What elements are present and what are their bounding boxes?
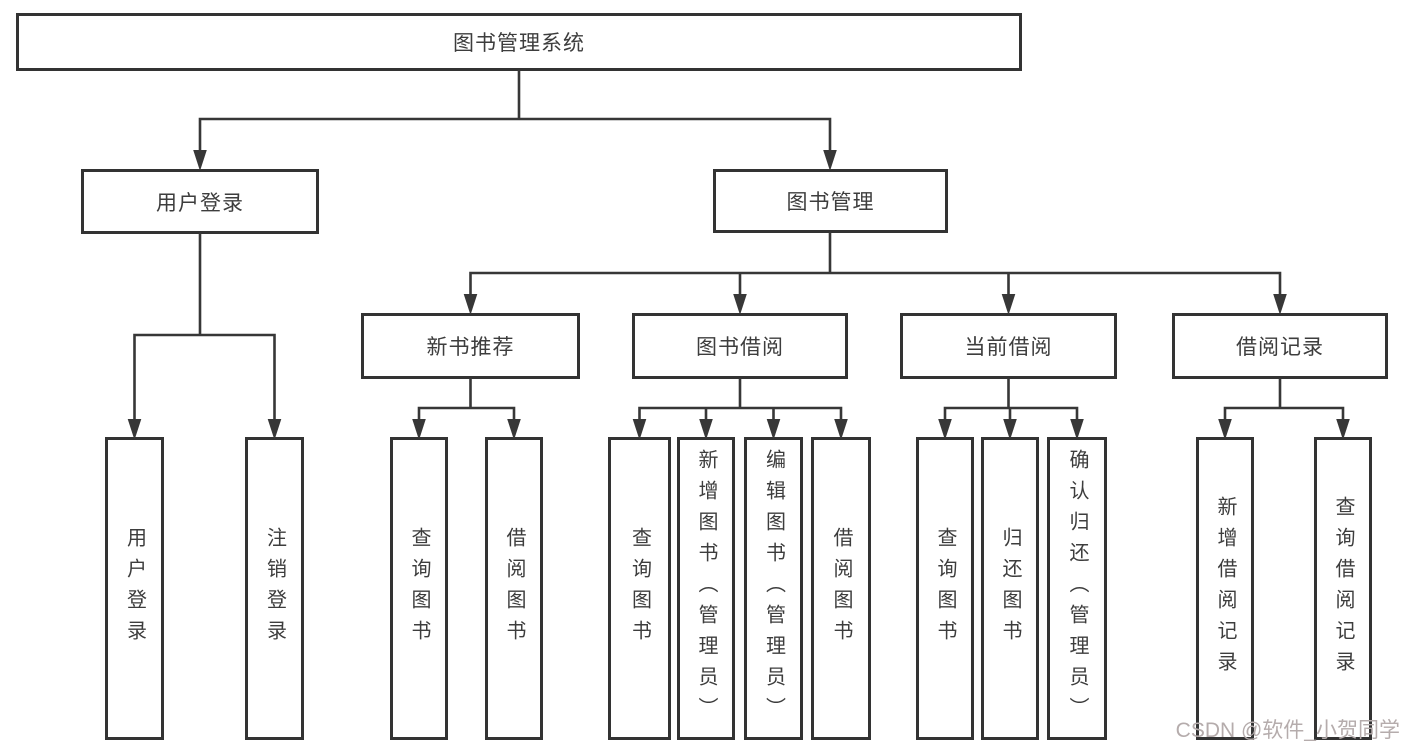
node-user-login: 用户登录 xyxy=(81,169,319,234)
node-borrowing-records-label: 借阅记录 xyxy=(1236,336,1324,359)
node-root-label: 图书管理系统 xyxy=(453,32,585,55)
node-leaf-query-book-3-label: 查询图书 xyxy=(934,526,956,651)
node-leaf-query-book-2: 查询图书 xyxy=(608,437,671,740)
node-leaf-confirm-return-admin-label: 确认归还（管理员） xyxy=(1066,449,1088,728)
node-leaf-query-book-3: 查询图书 xyxy=(916,437,974,740)
node-leaf-return-book-label: 归还图书 xyxy=(999,526,1021,651)
node-new-book-recommend: 新书推荐 xyxy=(361,313,580,379)
node-leaf-edit-book-admin-label: 编辑图书（管理员） xyxy=(762,449,785,728)
node-book-management-label: 图书管理 xyxy=(786,191,875,214)
node-book-borrowing-label: 图书借阅 xyxy=(696,336,784,359)
node-leaf-query-borrow-record: 查询借阅记录 xyxy=(1314,437,1372,740)
node-book-borrowing: 图书借阅 xyxy=(632,313,848,379)
node-borrowing-records: 借阅记录 xyxy=(1172,313,1388,379)
node-leaf-query-book-1: 查询图书 xyxy=(390,437,448,740)
node-leaf-borrow-book-2-label: 借阅图书 xyxy=(830,526,852,651)
node-leaf-add-book-admin: 新增图书（管理员） xyxy=(677,437,735,740)
node-leaf-logout-label: 注销登录 xyxy=(263,526,286,651)
node-leaf-add-borrow-record: 新增借阅记录 xyxy=(1196,437,1254,740)
node-new-book-recommend-label: 新书推荐 xyxy=(426,336,515,359)
node-leaf-query-book-2-label: 查询图书 xyxy=(628,526,651,651)
node-leaf-query-book-1-label: 查询图书 xyxy=(408,526,430,651)
node-leaf-add-borrow-record-label: 新增借阅记录 xyxy=(1214,495,1236,682)
node-leaf-borrow-book-1-label: 借阅图书 xyxy=(503,526,525,651)
node-root: 图书管理系统 xyxy=(16,13,1022,71)
node-leaf-user-login-label: 用户登录 xyxy=(123,526,146,651)
node-book-management: 图书管理 xyxy=(713,169,948,233)
node-current-borrowing: 当前借阅 xyxy=(900,313,1117,379)
node-leaf-confirm-return-admin: 确认归还（管理员） xyxy=(1047,437,1107,740)
csdn-watermark: CSDN @软件_小贺同学 xyxy=(1175,719,1400,742)
node-user-login-label: 用户登录 xyxy=(156,191,244,215)
node-leaf-user-login: 用户登录 xyxy=(105,437,164,740)
node-leaf-edit-book-admin: 编辑图书（管理员） xyxy=(744,437,803,740)
node-leaf-borrow-book-1: 借阅图书 xyxy=(485,437,543,740)
node-leaf-return-book: 归还图书 xyxy=(981,437,1039,740)
node-leaf-logout: 注销登录 xyxy=(245,437,304,740)
node-leaf-query-borrow-record-label: 查询借阅记录 xyxy=(1332,495,1354,682)
node-leaf-borrow-book-2: 借阅图书 xyxy=(811,437,871,740)
node-leaf-add-book-admin-label: 新增图书（管理员） xyxy=(695,449,717,728)
node-current-borrowing-label: 当前借阅 xyxy=(964,336,1053,359)
